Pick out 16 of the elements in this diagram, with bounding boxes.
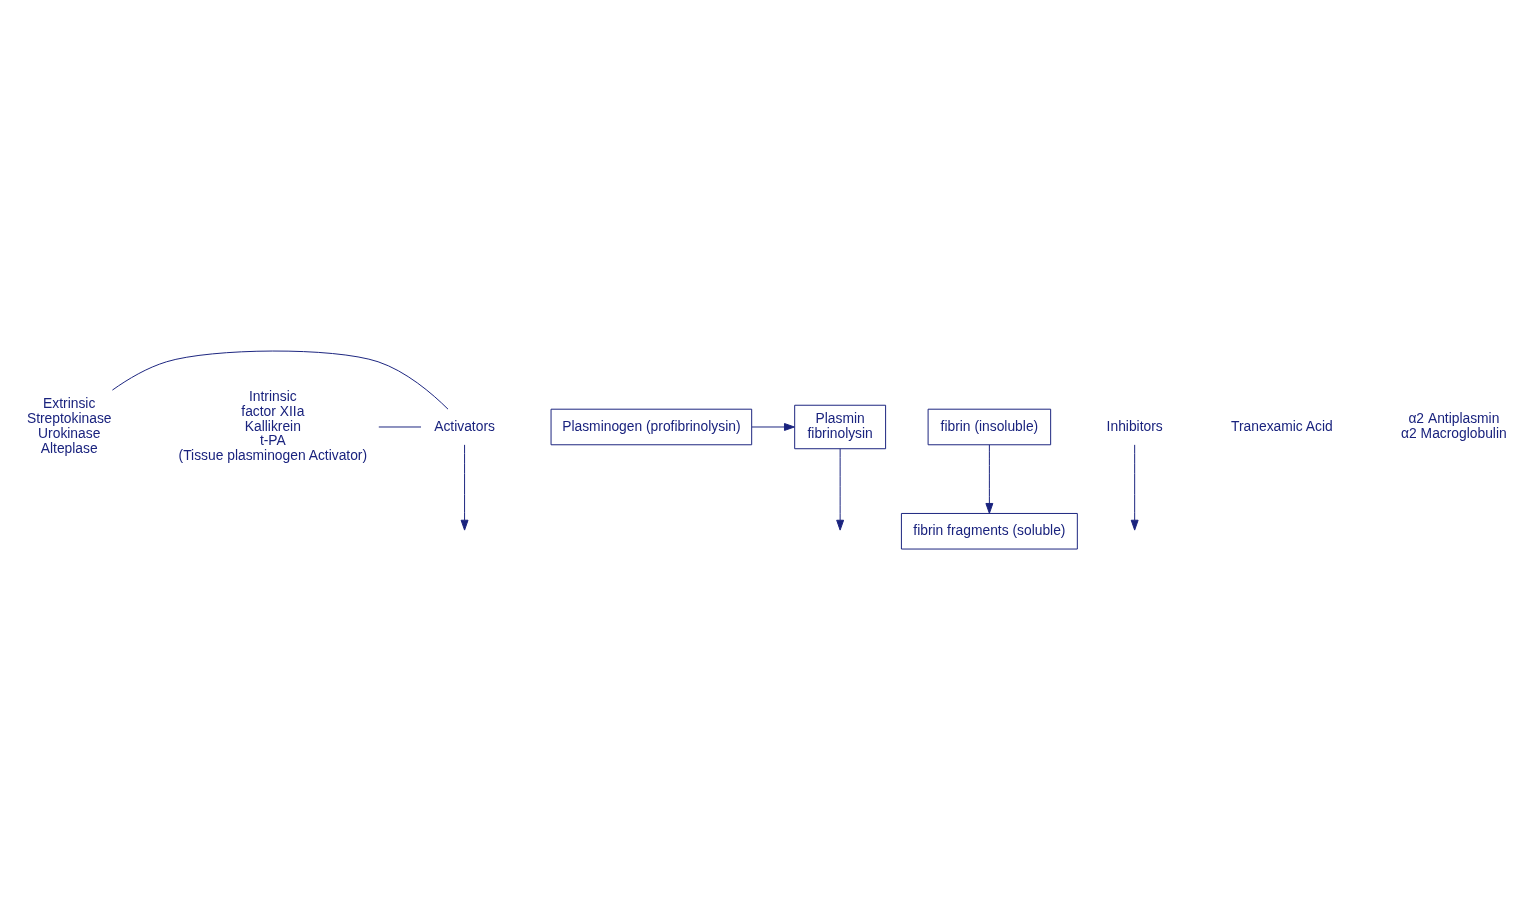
arrow xyxy=(1130,443,1139,531)
node-text: Tranexamic Acid xyxy=(1231,417,1333,434)
node-text: Activators xyxy=(434,417,495,434)
node-text: Intrinsic factor XIIa Kallikrein t-PA (Tissue plasminogen Activator) xyxy=(178,387,368,463)
arrow xyxy=(460,443,469,531)
node-box: fibrin fragments (soluble) xyxy=(900,512,1078,550)
arrow xyxy=(751,422,795,431)
node-box: fibrin (insoluble) xyxy=(927,408,1052,445)
arrow xyxy=(836,447,845,531)
node-box: Plasminogen (profibrinolysin) xyxy=(550,408,753,445)
connector xyxy=(111,350,449,410)
node-text: Extrinsic Streptokinase Urokinase Alteplase xyxy=(26,394,112,456)
node-text: Inhibitors xyxy=(1106,417,1163,434)
node-text: α2 Antiplasmin α2 Macroglobulin xyxy=(1401,409,1507,441)
arrow xyxy=(985,443,994,514)
node-box: Plasmin fibrinolysin xyxy=(794,404,887,449)
